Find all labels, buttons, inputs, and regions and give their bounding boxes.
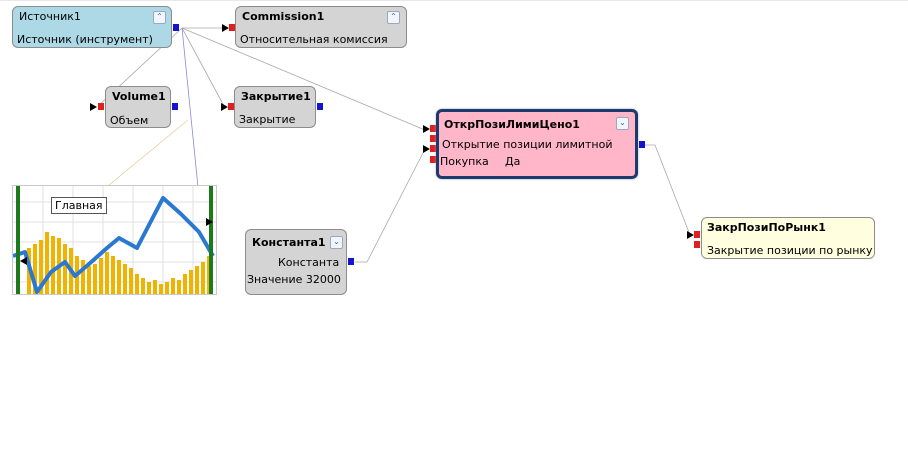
input-arrow-icon xyxy=(687,231,694,239)
output-port[interactable] xyxy=(639,141,645,148)
input-port[interactable] xyxy=(694,241,700,248)
node-title: Закрытие1 xyxy=(241,90,311,103)
chart-thumbnail-icon xyxy=(13,186,216,294)
output-port[interactable] xyxy=(172,103,178,110)
input-port[interactable] xyxy=(228,103,234,110)
output-port[interactable] xyxy=(348,258,354,265)
node-title: Commission1 xyxy=(242,10,325,23)
node-subtitle: Относительная комиссия xyxy=(240,33,388,46)
node-source[interactable]: Источник1 Источник (инструмент) ⌃ xyxy=(12,6,172,48)
input-port[interactable] xyxy=(430,125,436,132)
canvas-border xyxy=(0,0,908,1)
node-title: Volume1 xyxy=(112,90,166,103)
node-subtitle: Закрытие позиции по рынку xyxy=(707,244,873,257)
input-arrow-icon xyxy=(222,24,229,32)
input-arrow-icon xyxy=(423,125,430,133)
input-port[interactable] xyxy=(430,156,436,163)
node-open-limit[interactable]: ОткрПозиЛимиЦено1 Открытие позиции лимит… xyxy=(436,109,638,179)
wire-source-close xyxy=(181,27,225,107)
chevron-double-down-icon[interactable]: ⌄ xyxy=(330,236,343,249)
wire-source-open-limit xyxy=(181,27,426,131)
input-arrow-icon xyxy=(90,103,97,111)
chevron-double-down-icon[interactable]: ⌄ xyxy=(616,117,629,130)
node-title: ОткрПозиЛимиЦено1 xyxy=(444,118,580,131)
node-subtitle: Константа xyxy=(278,256,340,269)
input-port[interactable] xyxy=(694,231,700,238)
wire-constant-open-limit xyxy=(355,148,426,263)
wire-source-chart xyxy=(181,27,199,188)
chart-label: Главная xyxy=(51,197,107,214)
output-port[interactable] xyxy=(173,24,179,31)
wire-open-limit-close-market xyxy=(645,144,691,236)
input-port[interactable] xyxy=(430,145,436,152)
node-title: Источник1 xyxy=(19,10,81,23)
node-title: Константа1 xyxy=(252,236,326,249)
output-port[interactable] xyxy=(317,103,323,110)
node-subtitle: Источник (инструмент) xyxy=(17,33,153,46)
node-subtitle: Объем xyxy=(110,114,149,127)
chevron-double-up-icon[interactable]: ⌃ xyxy=(387,11,400,24)
node-close[interactable]: Закрытие1 Закрытие xyxy=(234,86,316,128)
chart-panel[interactable] xyxy=(12,185,217,295)
param-name: Покупка xyxy=(440,155,489,168)
node-title: ЗакрПозиПоРынк1 xyxy=(707,221,826,234)
node-commission[interactable]: Commission1 Относительная комиссия ⌃ xyxy=(235,6,407,48)
node-constant[interactable]: Константа1 Константа Значение 32000 ⌄ xyxy=(245,229,347,295)
input-arrow-icon xyxy=(221,103,228,111)
input-arrow-icon xyxy=(423,145,430,153)
input-port[interactable] xyxy=(98,103,104,110)
node-volume[interactable]: Volume1 Объем xyxy=(105,86,171,128)
node-close-market[interactable]: ЗакрПозиПоРынк1 Закрытие позиции по рынк… xyxy=(701,217,875,259)
input-port[interactable] xyxy=(430,135,436,142)
chevron-double-up-icon[interactable]: ⌃ xyxy=(153,11,166,24)
node-subtitle: Открытие позиции лимитной xyxy=(442,138,613,151)
input-port[interactable] xyxy=(229,24,235,31)
param-value[interactable]: Да xyxy=(505,155,521,168)
node-subtitle: Закрытие xyxy=(239,113,296,126)
param-value[interactable]: Значение 32000 xyxy=(247,273,341,286)
